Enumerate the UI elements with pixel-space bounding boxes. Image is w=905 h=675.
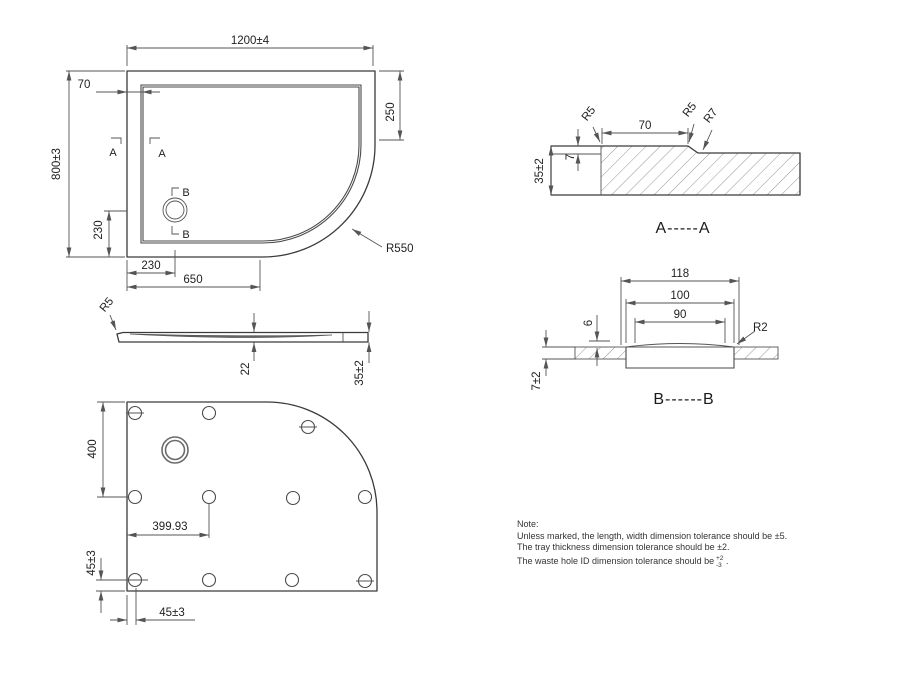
bottom-view: 400 399.93 45±3 45±3 (86, 401, 378, 625)
bottom-outline (126, 401, 378, 592)
bb-floor-left-hatch (575, 347, 626, 359)
notes-block: Note: Unless marked, the length, width d… (517, 519, 787, 569)
bottom-dim-row-offset: 400 (87, 439, 99, 458)
aa-radius-left: R5 (580, 105, 599, 124)
side-radius-edge: R5 (98, 296, 117, 315)
bb-dome-line (625, 343, 735, 348)
section-a-mark-left (111, 137, 122, 144)
side-profile-outline (116, 331, 369, 343)
tray-inner-rim-outline (140, 84, 362, 244)
note-line-1: Unless marked, the length, width dimensi… (517, 531, 787, 541)
bb-dim-opening: 118 (671, 268, 689, 280)
plan-dim-bottom-straight: 650 (183, 274, 202, 286)
mounting-holes (127, 405, 373, 589)
plan-dim-height: 800±3 (51, 148, 63, 180)
bb-waste-recess-box (625, 347, 735, 369)
side-dim-center: 22 (240, 363, 252, 376)
section-aa-title: A-----A (656, 220, 711, 237)
section-a-label-right: A (158, 148, 166, 160)
aa-dim-step: 7 (565, 154, 577, 160)
bottom-dim-hole-offset: 399.93 (152, 521, 187, 533)
note-tolerance-plus: +2 (716, 555, 724, 562)
drain-hole-inner (165, 200, 185, 220)
note-title: Note: (517, 519, 539, 529)
plan-view: 1200±4 800±3 70 250 230 230 650 R550 (51, 35, 414, 291)
section-a-mark-right (149, 137, 160, 144)
note-line-2: The tray thickness dimension tolerance s… (517, 542, 730, 552)
note-line-3-period: . (726, 556, 729, 566)
section-b-label-bottom: B (182, 229, 189, 241)
aa-radius-right-outer: R7 (702, 107, 721, 126)
plan-dim-corner-radius: R550 (386, 243, 414, 255)
aa-dim-thickness: 35±2 (534, 158, 546, 184)
section-bb-view: 118 100 90 R2 6 7±2 B------B (531, 268, 779, 408)
section-b-label-top: B (182, 187, 189, 199)
bottom-dim-edge-left: 45±3 (86, 550, 98, 576)
bb-dim-inner: 90 (674, 309, 687, 321)
bottom-drain-outer (161, 436, 189, 464)
drain-hole-outer (162, 197, 188, 223)
plan-dim-rim: 70 (78, 79, 91, 91)
tray-inner-rim-outline-2 (142, 86, 360, 242)
bb-dim-mid: 100 (670, 290, 689, 302)
section-b-mark-top (171, 187, 179, 196)
side-view: R5 22 35±2 (98, 296, 372, 386)
note-tolerance-minus: -3 (716, 562, 722, 569)
bottom-dim-edge-bottom: 45±3 (159, 607, 185, 619)
section-aa-view: 70 7 35±2 R5 R5 R7 A-----A (534, 101, 801, 237)
plan-dim-width: 1200±4 (231, 35, 270, 47)
plan-dim-drain-left: 230 (141, 260, 160, 272)
hole-marks (126, 412, 374, 582)
section-a-label-left: A (109, 147, 117, 159)
plan-dim-drain-bottom: 230 (93, 220, 105, 239)
section-b-mark-bottom (171, 226, 179, 235)
tray-outer-outline (126, 70, 376, 258)
bottom-drain-inner (164, 439, 186, 461)
side-profile-surface (129, 333, 333, 338)
plan-dim-right: 250 (385, 102, 397, 121)
aa-dim-rim: 70 (639, 120, 652, 132)
note-line-3: The waste hole ID dimension tolerance sh… (517, 556, 714, 566)
bb-radius-corner: R2 (753, 322, 768, 334)
section-aa-hatch (601, 146, 800, 195)
bb-dim-dome-height: 6 (583, 320, 595, 326)
bb-floor-right-hatch (734, 347, 778, 359)
aa-radius-right-inner: R5 (681, 101, 700, 120)
side-dim-edge-height: 35±2 (354, 360, 366, 386)
bb-dim-floor-thickness: 7±2 (531, 371, 543, 390)
section-bb-title: B------B (653, 391, 714, 408)
